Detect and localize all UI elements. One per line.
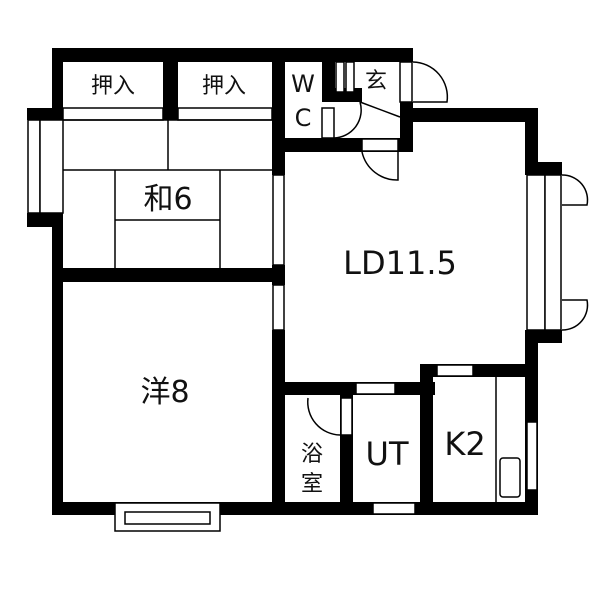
door-arcs — [307, 61, 589, 436]
bath-label-1: 浴 — [301, 442, 323, 467]
closet-left-label: 押入 — [91, 74, 135, 99]
sink — [499, 457, 521, 498]
wc-label-w: W — [291, 70, 315, 98]
bath-label-2: 室 — [301, 472, 323, 497]
closet-right-label: 押入 — [202, 74, 246, 99]
entrance-label: 玄 — [365, 69, 387, 94]
windows — [27, 61, 562, 532]
western-room-label: 洋8 — [140, 375, 189, 410]
japanese-room-label: 和6 — [143, 182, 192, 217]
living-dining-label: LD11.5 — [343, 244, 457, 282]
walls — [27, 48, 562, 515]
wc-label-c: C — [295, 104, 312, 132]
tatami-lines — [63, 101, 521, 502]
utility-label: UT — [366, 435, 409, 473]
kitchen-label: K2 — [444, 425, 485, 463]
